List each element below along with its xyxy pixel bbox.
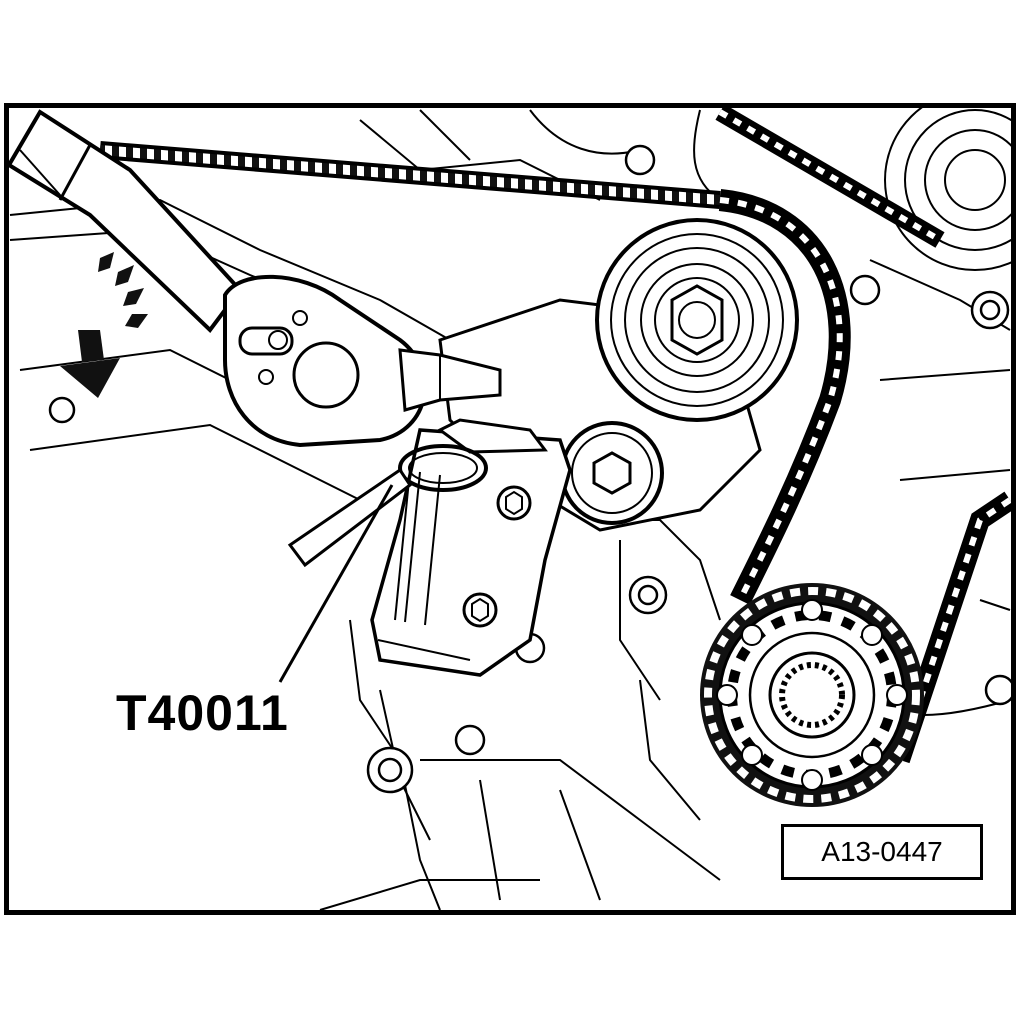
- casing-bolts: [48, 144, 1011, 794]
- engine-illustration: [9, 108, 1011, 910]
- tension-roller: [595, 218, 799, 422]
- figure-reference-box: A13-0447: [781, 824, 983, 880]
- ratchet-wrench: [9, 109, 502, 448]
- illustration-frame: [4, 103, 1016, 915]
- figure-reference-text: A13-0447: [821, 836, 943, 867]
- callout-leader-line: [278, 484, 394, 683]
- crankshaft-sprocket: [700, 583, 924, 807]
- locking-pin-icon: [398, 444, 488, 492]
- locking-tool-shaft: [287, 467, 413, 568]
- rotation-arrow-icon: [60, 252, 148, 398]
- hydraulic-tensioner: [370, 418, 572, 677]
- tool-callout-label: T40011: [116, 685, 289, 741]
- upper-pulley: [884, 108, 1011, 271]
- idler-bolt: [560, 421, 664, 525]
